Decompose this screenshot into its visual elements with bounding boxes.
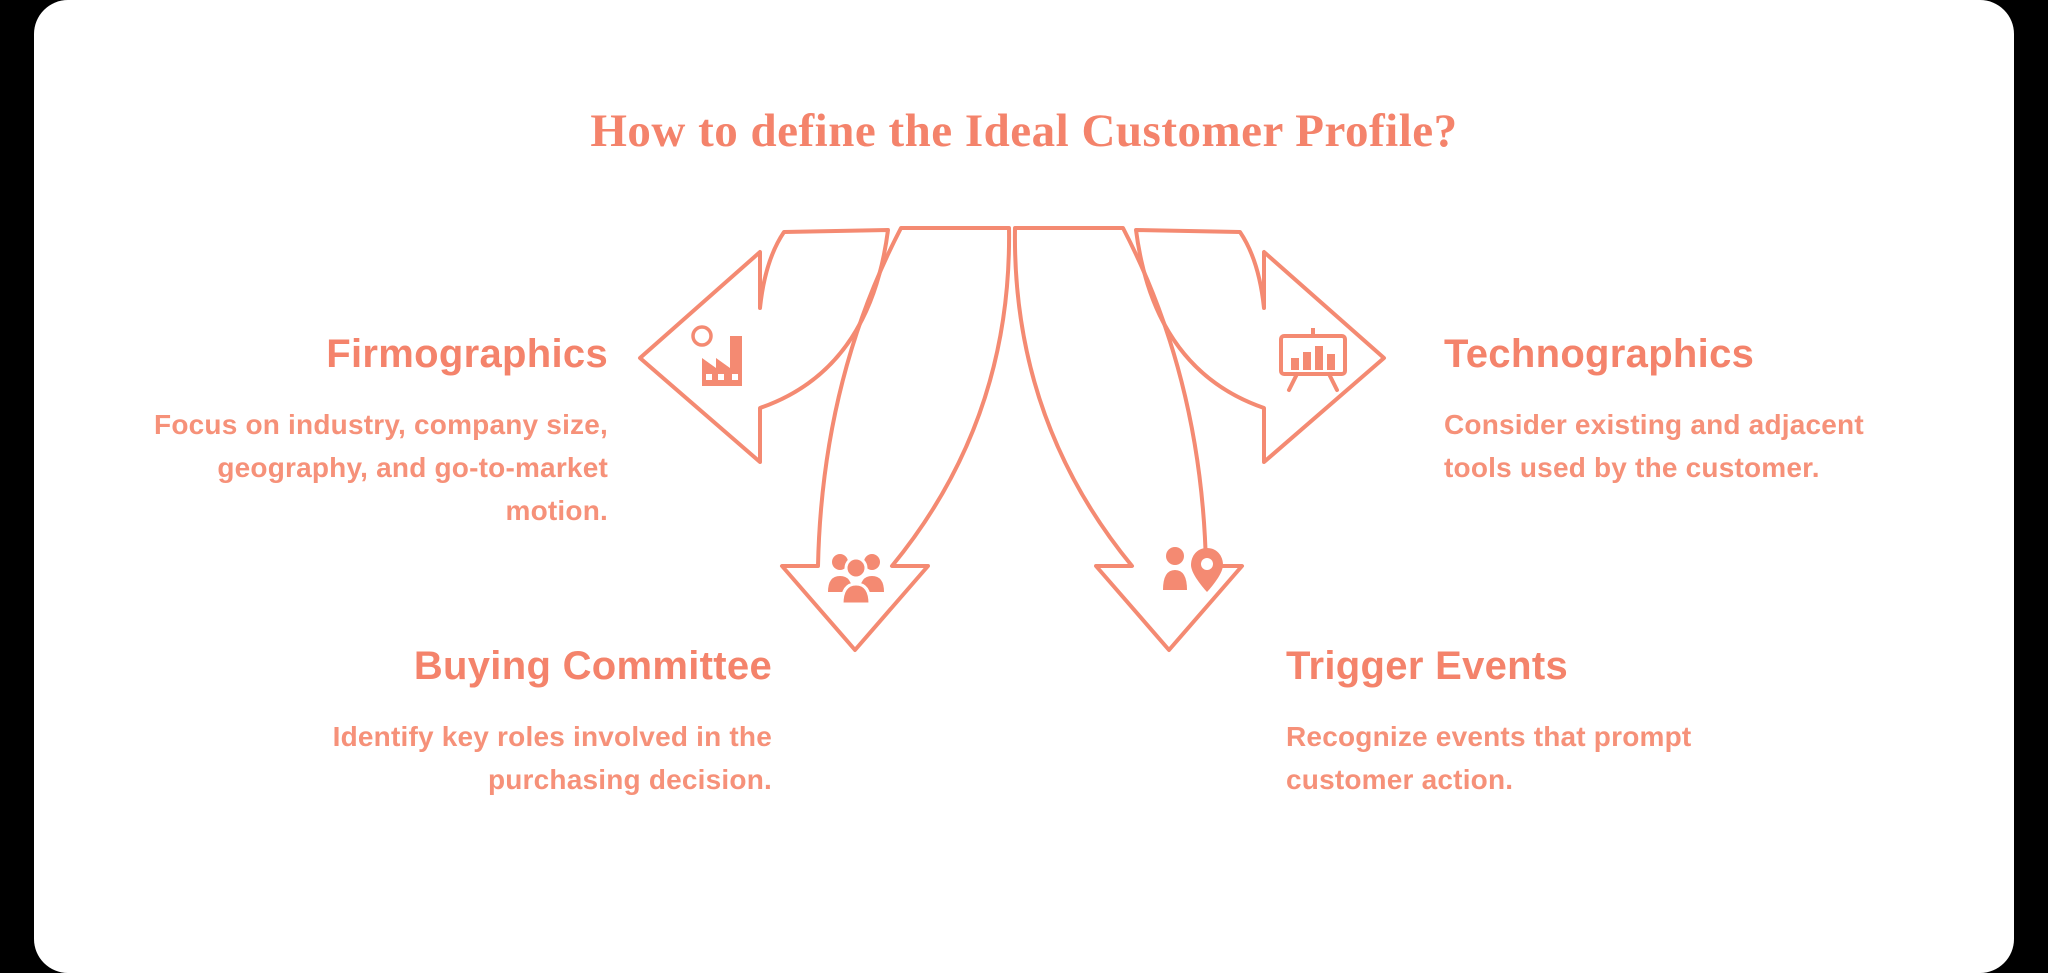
buying-committee-description: Identify key roles involved in the purch… [332,721,772,795]
firmographics-heading: Firmographics [326,332,608,376]
diagram-title: How to define the Ideal Customer Profile… [590,105,1458,157]
trigger-events-description: Recognize events that prompt customer ac… [1286,721,1692,795]
buying-committee-heading: Buying Committee [413,644,772,688]
firmographics-description: Focus on industry, company size, geograp… [154,409,608,526]
trigger-events-heading: Trigger Events [1286,644,1569,688]
technographics-description: Consider existing and adjacent tools use… [1444,409,1864,483]
section-trigger-events: Trigger Events Recognize events that pro… [1286,644,1758,801]
section-buying-committee: Buying Committee Identify key roles invo… [252,644,772,801]
section-technographics: Technographics Consider existing and adj… [1444,332,1916,489]
section-firmographics: Firmographics Focus on industry, company… [112,332,608,532]
technographics-heading: Technographics [1444,332,1755,376]
